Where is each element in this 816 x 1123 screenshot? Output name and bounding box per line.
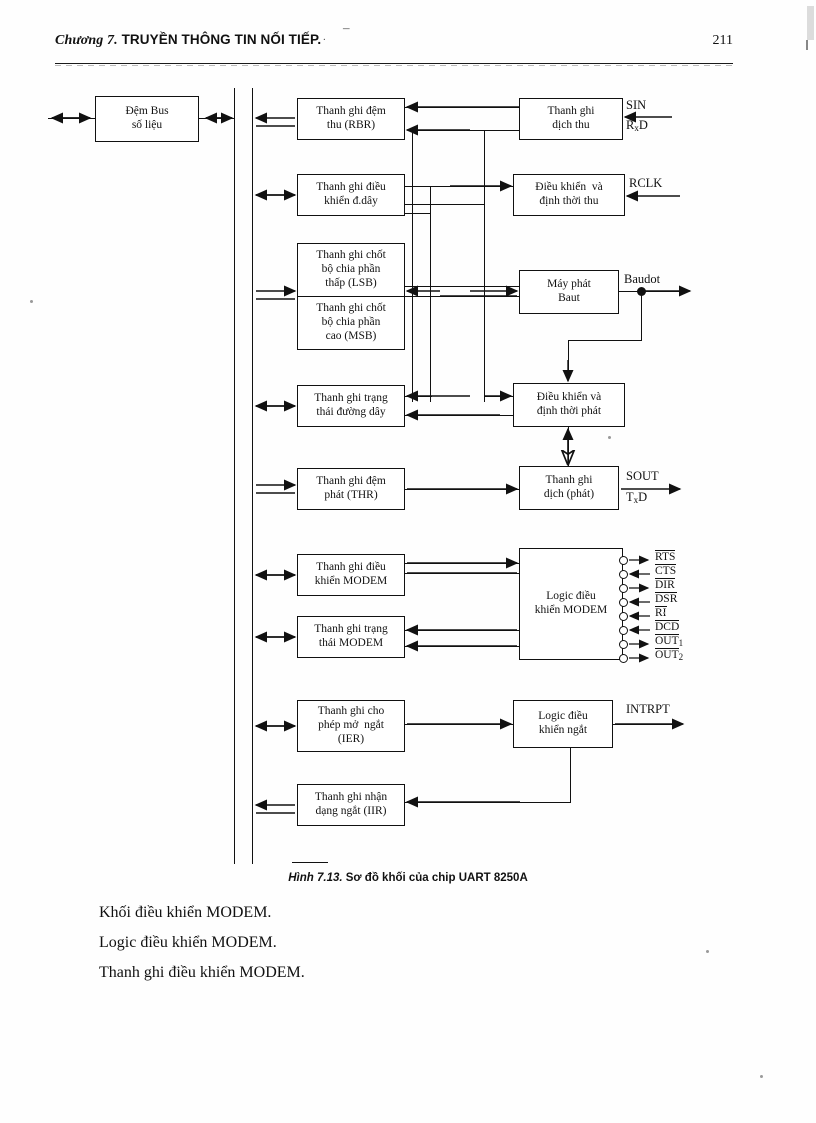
modem-pin-circle-dcd [619, 626, 628, 635]
scan-speck-1 [30, 300, 33, 303]
scan-speck-5 [760, 1075, 763, 1078]
pin-label-dsr: DSR [655, 592, 678, 605]
body-text: Khối điều khiển MODEM. Logic điều khiển … [99, 902, 699, 992]
chapter-number: Chương 7. [55, 33, 118, 48]
link-divisor-to-baud-lower [405, 296, 519, 298]
chapter-name: TRUYỀN THÔNG TIN NỐI TIẾP. [117, 32, 322, 47]
body-line-2: Logic điều khiển MODEM. [99, 934, 277, 952]
link-baud-to-txtiming-v [641, 291, 643, 341]
modem-pin-circle-rts [619, 556, 628, 565]
bus-bottom-tick [292, 862, 328, 864]
link-linectrl-branch2 [405, 213, 430, 215]
link-baud-to-txtiming-drop [568, 340, 570, 380]
link-txtiming-to-txshift [568, 427, 570, 466]
scan-edge-artifact [807, 6, 814, 40]
bus-line-outer [234, 88, 236, 864]
signal-label-rxd: RxD [626, 118, 648, 133]
scan-speck-2 [608, 436, 611, 439]
modem-pin-circle-dsr [619, 598, 628, 607]
signal-label-txd: TxD [626, 490, 648, 505]
feeder-line-mid [412, 204, 414, 402]
scan-edge-artifact-2 [806, 40, 808, 50]
scan-speck-4 [706, 950, 709, 953]
scan-speck-dot: . [323, 31, 326, 43]
pin-label-dcd: DCD [655, 620, 680, 633]
link-intrlogic-to-iir-h [405, 802, 571, 804]
figure-caption: Hình 7.13. Sơ đồ khối của chip UART 8250… [0, 872, 816, 884]
feeder-line-left [430, 186, 432, 402]
header-rule [55, 63, 733, 66]
feeder-rbr-drop [412, 130, 414, 204]
modem-pin-circle-dir [619, 584, 628, 593]
link-linectrl-to-rxtiming [405, 186, 513, 188]
figure-number: Hình 7.13. [288, 872, 343, 884]
signal-label-intrpt: INTRPT [626, 702, 670, 716]
link-txtiming-to-linestatus [405, 415, 513, 417]
running-head: Chương 7. TRUYỀN THÔNG TIN NỐI TIẾP. . ¯… [55, 26, 733, 62]
link-rxshift-to-rbr [405, 107, 519, 109]
link-modemctrl-to-logic-b [405, 573, 519, 575]
body-line-3: Thanh ghi điều khiển MODEM. [99, 964, 305, 982]
signal-label-sout: SOUT [626, 469, 659, 483]
feeder-line-right [484, 130, 486, 402]
signal-label-sin: SIN [626, 98, 647, 112]
signal-label-rclk: RCLK [629, 176, 663, 190]
pin-label-ri: RI [655, 606, 667, 619]
link-thr-to-txshift [405, 489, 519, 491]
body-line-1: Khối điều khiển MODEM. [99, 904, 272, 921]
pin-label-out2: OUT2 [655, 648, 684, 662]
link-logic-to-modemstatus-a [405, 630, 519, 632]
signal-label-baudot: Baudot [624, 272, 661, 286]
bus-line-inner [252, 88, 254, 864]
modem-pin-circle-ri [619, 612, 628, 621]
link-baudot-out [619, 291, 681, 293]
link-divisor-to-baud-upper [405, 286, 519, 288]
link-intrpt-out [613, 724, 679, 726]
modem-pin-circle-cts [619, 570, 628, 579]
scan-speck-3 [663, 612, 665, 614]
link-busbuffer-to-bus [199, 118, 235, 120]
link-ier-to-intrlogic [405, 724, 513, 726]
chapter-title: Chương 7. TRUYỀN THÔNG TIN NỐI TIẾP. [55, 32, 321, 49]
figure-caption-text: Sơ đồ khối của chip UART 8250A [342, 872, 528, 884]
link-external-bus [48, 118, 96, 120]
link-logic-to-modemstatus-b [405, 646, 519, 648]
modem-pin-circle-out2 [619, 654, 628, 663]
link-linestatus-in [405, 396, 432, 398]
link-linectrl-branch [405, 204, 484, 206]
link-feeder-to-txtiming [484, 396, 513, 398]
scan-speck-dash: ¯ [343, 26, 350, 41]
modem-pin-circle-out1 [619, 640, 628, 649]
pin-label-cts: CTS [655, 564, 677, 577]
link-baud-to-txtiming-h [568, 340, 642, 342]
pin-label-rts: RTS [655, 550, 676, 563]
page-number: 211 [712, 33, 733, 48]
pin-label-dir: DIR [655, 578, 675, 591]
link-intrlogic-to-iir-v [570, 748, 572, 802]
pin-label-out1: OUT1 [655, 634, 684, 648]
link-modemctrl-to-logic-a [405, 563, 519, 565]
link-rxshift-lower [412, 130, 519, 132]
